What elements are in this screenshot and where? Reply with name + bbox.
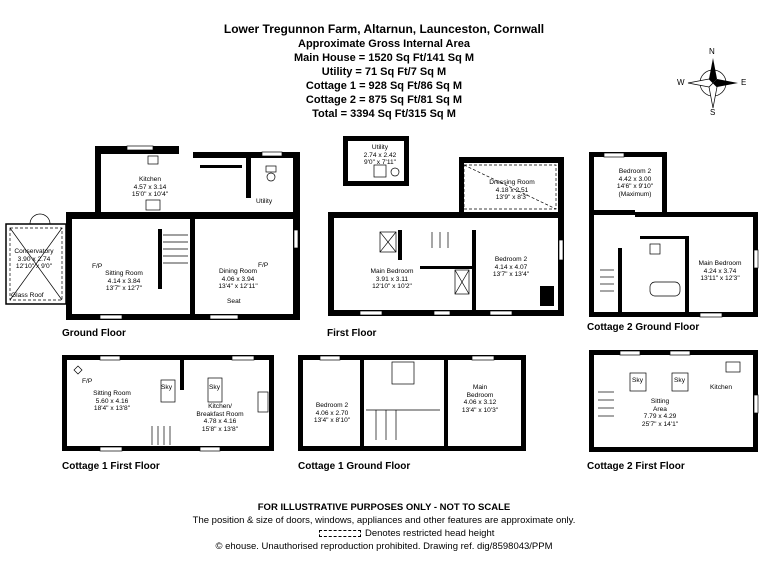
skylight-label: Sky: [161, 384, 172, 391]
legend-row: Denotes restricted head height: [319, 528, 494, 540]
utility-small-label: Utility: [256, 198, 273, 205]
area-total: Total = 3394 Sq Ft/315 Sq M: [312, 108, 456, 120]
skylight-label: Sky: [209, 384, 220, 391]
plan-title: Lower Tregunnon Farm, Altarnun, Launcest…: [223, 22, 545, 36]
compass-n: N: [709, 47, 715, 56]
label-cottage2-first: Cottage 2 First Floor: [587, 461, 685, 472]
area-utility: Utility = 71 Sq Ft/7 Sq M: [321, 66, 447, 78]
glass-roof-label: Glass Roof: [11, 292, 44, 299]
area-cottage1: Cottage 1 = 928 Sq Ft/86 Sq M: [305, 80, 463, 92]
area-title: Approximate Gross Internal Area: [298, 38, 470, 50]
fireplace-label: F/P: [92, 263, 103, 270]
approximate-note: The position & size of doors, windows, a…: [192, 515, 576, 526]
restricted-height-swatch: [319, 529, 361, 537]
skylight-label: Sky: [632, 377, 643, 384]
copyright: © ehouse. Unauthorised reproduction proh…: [215, 541, 553, 552]
seat-label: Seat: [227, 298, 241, 305]
compass-e: E: [741, 78, 747, 87]
label-cottage1-first: Cottage 1 First Floor: [62, 461, 160, 472]
area-main-house: Main House = 1520 Sq Ft/141 Sq M: [293, 52, 475, 64]
compass-w: W: [677, 78, 685, 87]
label-ground-floor: Ground Floor: [62, 328, 126, 339]
area-cottage2: Cottage 2 = 875 Sq Ft/81 Sq M: [305, 94, 463, 106]
disclaimer: FOR ILLUSTRATIVE PURPOSES ONLY - NOT TO …: [257, 502, 511, 513]
cottage2-ground-walls: [589, 152, 759, 318]
legend-text: Denotes restricted head height: [365, 528, 495, 539]
compass-s: S: [710, 108, 716, 117]
skylight-label: Sky: [674, 377, 685, 384]
ground-floor-walls: [5, 145, 300, 320]
label-cottage1-ground: Cottage 1 Ground Floor: [298, 461, 411, 472]
fireplace-label: F/P: [82, 378, 93, 385]
label-cottage2-ground: Cottage 2 Ground Floor: [587, 322, 700, 333]
fireplace-label: F/P: [258, 262, 269, 269]
room-c2-kitchen: Kitchen: [710, 384, 732, 391]
label-first-floor: First Floor: [327, 328, 377, 339]
